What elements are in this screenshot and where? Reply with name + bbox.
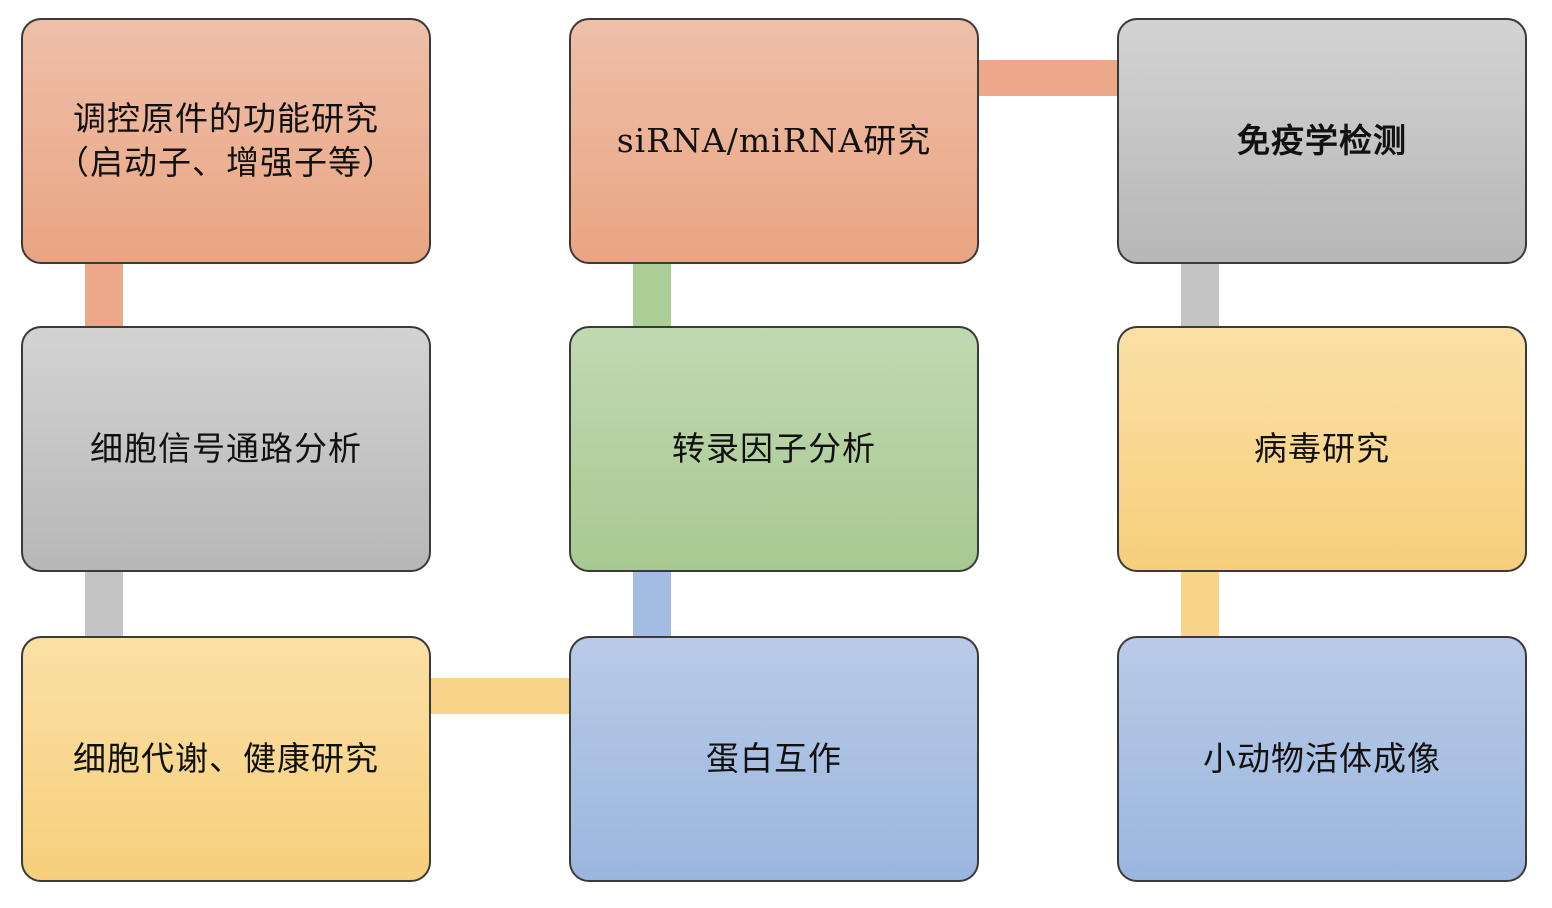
- connector-immunology-to-virus: [1181, 262, 1219, 328]
- node-cell-metabolism: 细胞代谢、健康研究: [21, 636, 431, 882]
- connector-transcription-to-sirna: [633, 262, 671, 328]
- node-virus-research: 病毒研究: [1117, 326, 1527, 572]
- node-transcription-factor: 转录因子分析: [569, 326, 979, 572]
- node-signaling-pathway: 细胞信号通路分析: [21, 326, 431, 572]
- node-protein-interaction: 蛋白互作: [569, 636, 979, 882]
- connector-sirna-to-immunology: [977, 60, 1119, 96]
- node-regulatory-elements: 调控原件的功能研究 （启动子、增强子等）: [21, 18, 431, 264]
- connector-regulatory-to-signaling: [85, 262, 123, 328]
- node-sirna-mirna: siRNA/miRNA研究: [569, 18, 979, 264]
- connector-virus-to-imaging: [1181, 570, 1219, 638]
- node-immunology: 免疫学检测: [1117, 18, 1527, 264]
- node-small-animal-imaging: 小动物活体成像: [1117, 636, 1527, 882]
- connector-protein-to-transcription: [633, 570, 671, 638]
- connector-metabolism-to-protein: [429, 678, 571, 714]
- connector-signaling-to-metabolism: [85, 570, 123, 638]
